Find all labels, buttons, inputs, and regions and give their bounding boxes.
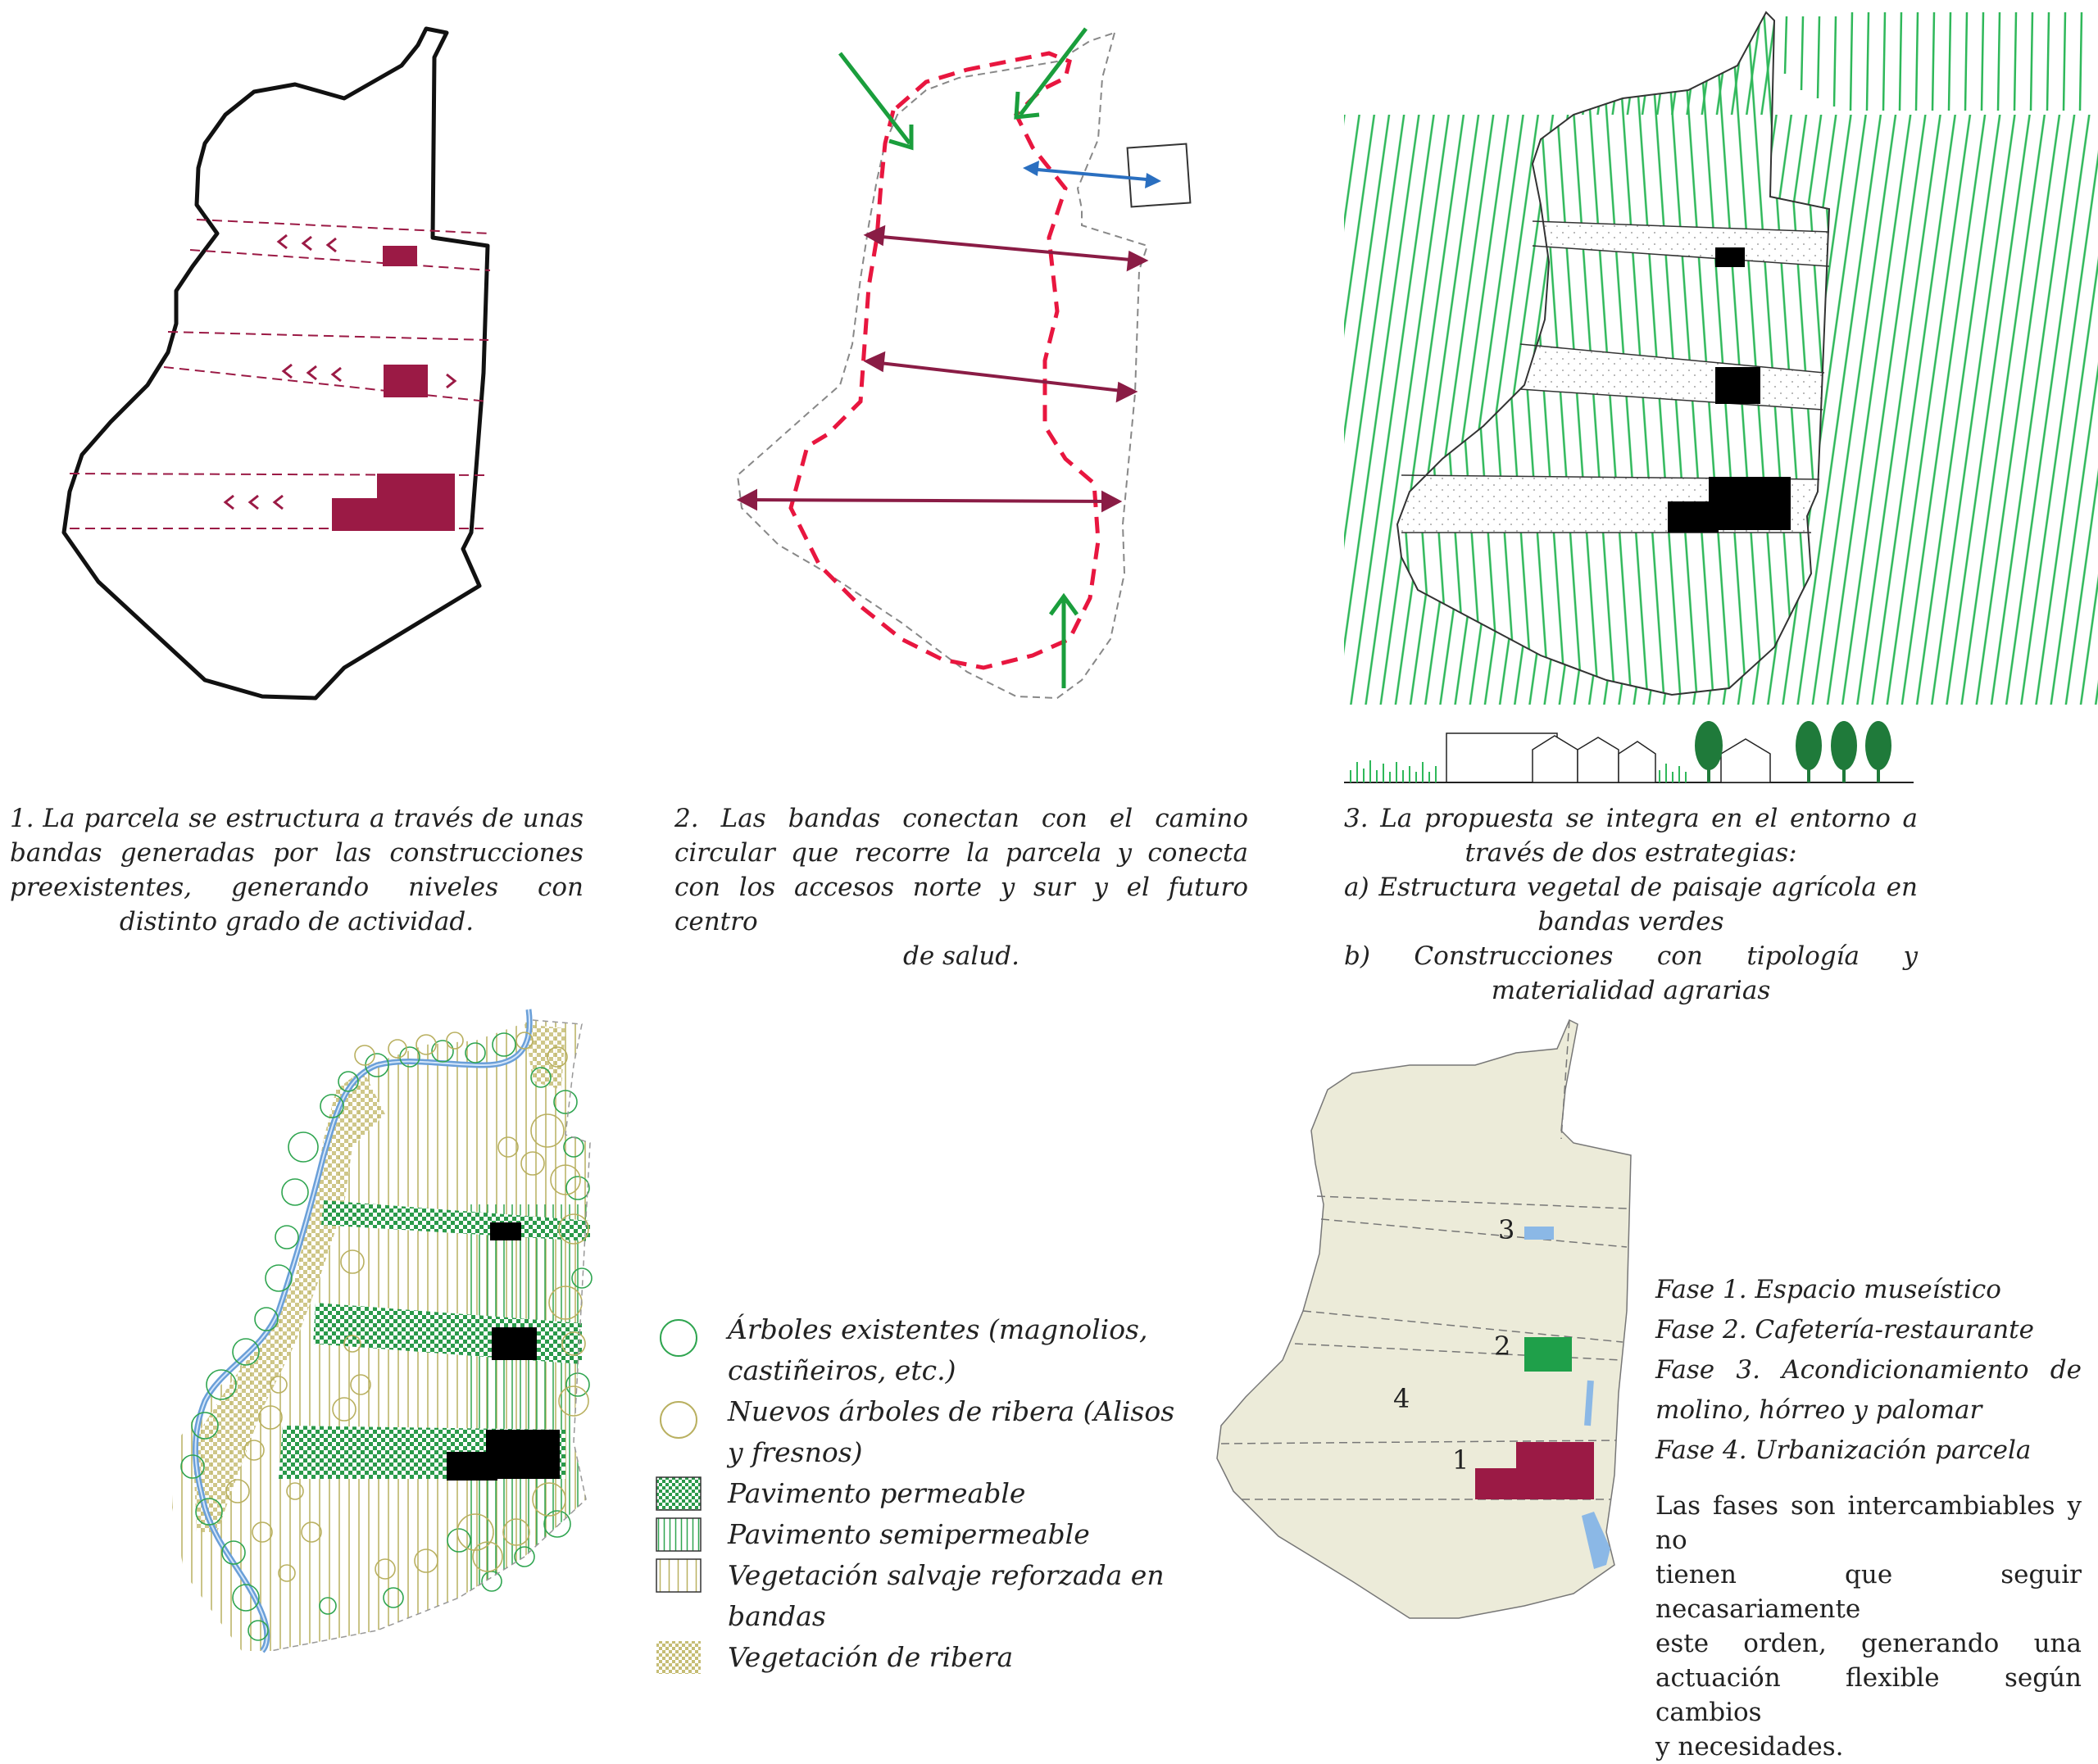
permeable-pavement-swatch [656,1476,702,1511]
phase-label-1: 1 [1452,1444,1469,1476]
plot-outline [61,26,490,701]
diagram-3-landscape [1344,11,2098,783]
buildings-4 [447,1222,560,1481]
band-connection-arrows [736,224,1149,513]
phase-3-text: Fase 3. Acondicionamiento de [1655,1355,2082,1385]
diagram-5-phases: 3 2 4 1 [1216,1018,1632,1619]
caption-2: 2. Las bandas conectan con el camino cir… [674,804,1248,971]
circle-green-icon [660,1319,697,1357]
caption-1: 1. La parcela se estructura a través de … [10,804,584,936]
access-arrows [838,27,1088,688]
wild-vegetation-swatch [656,1558,702,1593]
plot-outline-4 [270,1019,591,1652]
phases-list: Fase 1. Espacio museístico Fase 2. Cafet… [1655,1270,2082,1471]
phase-label-3: 3 [1498,1214,1514,1245]
outer-field-top [1783,11,2083,111]
diagram-4-vegetation-plan [172,1009,593,1653]
band-chevrons [223,234,457,510]
phase-3-text-cont: molino, hórreo y palomar [1655,1395,1982,1425]
phases-note: Las fases son intercambiables y no tiene… [1655,1491,2082,1762]
phase-label-4: 4 [1393,1383,1410,1414]
riverside-vegetation-swatch [656,1641,701,1674]
existing-trees [180,1032,593,1641]
riverside-vegetation-area [193,1065,385,1532]
health-center-link [1023,143,1192,208]
elevation-trees [1695,721,1891,782]
circle-olive-icon [660,1401,697,1439]
diagram-1-bands [61,26,491,701]
phase-label-2: 2 [1494,1331,1510,1362]
plot-outline-3 [1396,11,1831,696]
existing-buildings [332,246,455,531]
plot-outline-dashed [736,31,1149,700]
buildings-black [1668,247,1791,533]
caption-3: 3. La propuesta se integra en el entorno… [1344,804,1918,1005]
phase-blocks [1475,1227,1610,1569]
phase-2-text: Fase 2. Cafetería-restaurante [1655,1315,2034,1345]
phase-4-text: Fase 4. Urbanización parcela [1655,1435,2032,1465]
elevation-section [1344,721,1914,783]
riverside-trees [225,1032,589,1582]
phase-plot [1216,1018,1632,1619]
phase-1-text: Fase 1. Espacio museístico [1655,1275,2001,1304]
semipermeable-pavement-swatch [656,1517,702,1552]
diagram-2-connections [736,27,1192,700]
circular-path [788,51,1101,670]
